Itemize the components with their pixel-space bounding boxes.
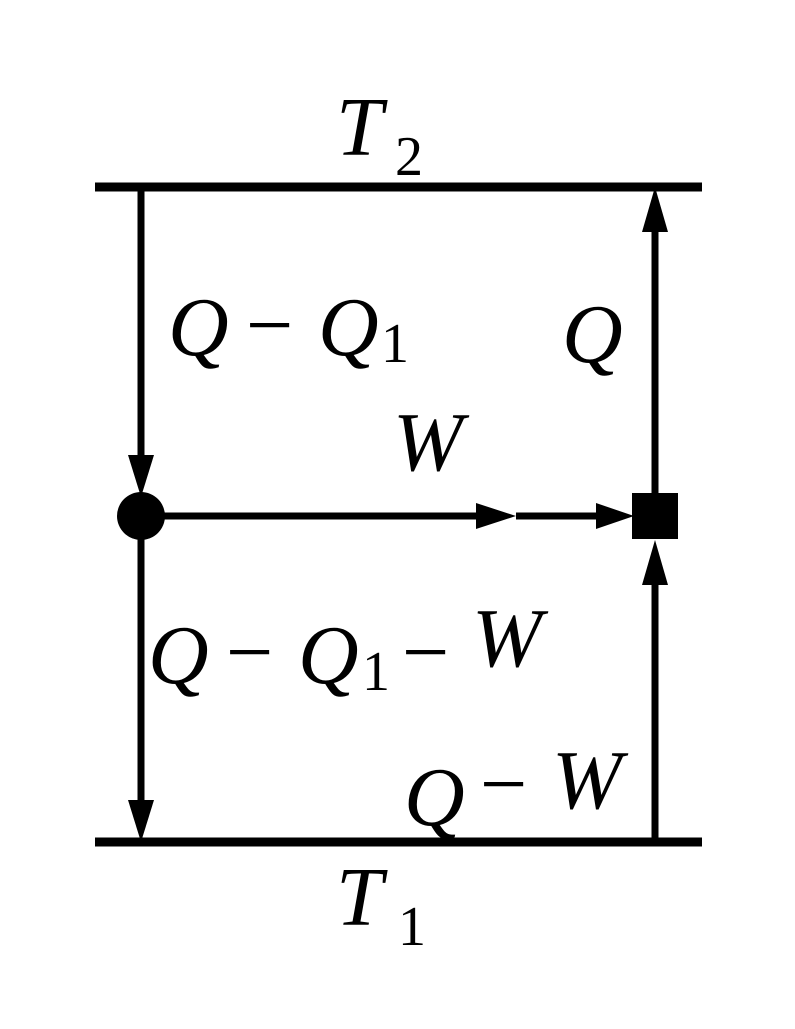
lower-right-flow-minus: −: [480, 738, 527, 831]
refrigerator-node: [632, 493, 678, 539]
left-lower-arrowhead: [128, 800, 154, 842]
upper-right-flow-q: Q: [562, 288, 623, 381]
hot-reservoir-subscript: 2: [395, 126, 423, 188]
work-arrowhead-1: [476, 503, 516, 529]
upper-left-flow-q: Q: [168, 281, 229, 374]
right-upper-arrowhead: [642, 187, 668, 232]
work-label: W: [393, 396, 470, 489]
lower-left-flow-q1-subscript: 1: [362, 641, 390, 703]
hot-reservoir-label: T: [336, 81, 388, 174]
work-arrowhead-2: [596, 503, 634, 529]
lower-left-flow-w: W: [472, 592, 549, 685]
upper-left-flow-minus: −: [246, 279, 293, 372]
lower-left-flow-minus-2: −: [402, 606, 449, 699]
lower-left-flow-q: Q: [148, 609, 209, 702]
left-upper-arrowhead: [128, 455, 154, 497]
engine-node: [117, 492, 165, 540]
upper-left-flow-q1-subscript: 1: [381, 313, 409, 375]
upper-left-flow-q1: Q: [318, 281, 379, 374]
cold-reservoir-subscript: 1: [398, 896, 426, 958]
right-lower-arrowhead: [642, 540, 668, 585]
cold-reservoir-label: T: [336, 851, 388, 944]
lower-right-flow-q: Q: [404, 751, 465, 844]
lower-right-flow-w: W: [552, 734, 629, 827]
lower-left-flow-q1: Q: [298, 609, 359, 702]
lower-left-flow-minus-1: −: [226, 606, 273, 699]
